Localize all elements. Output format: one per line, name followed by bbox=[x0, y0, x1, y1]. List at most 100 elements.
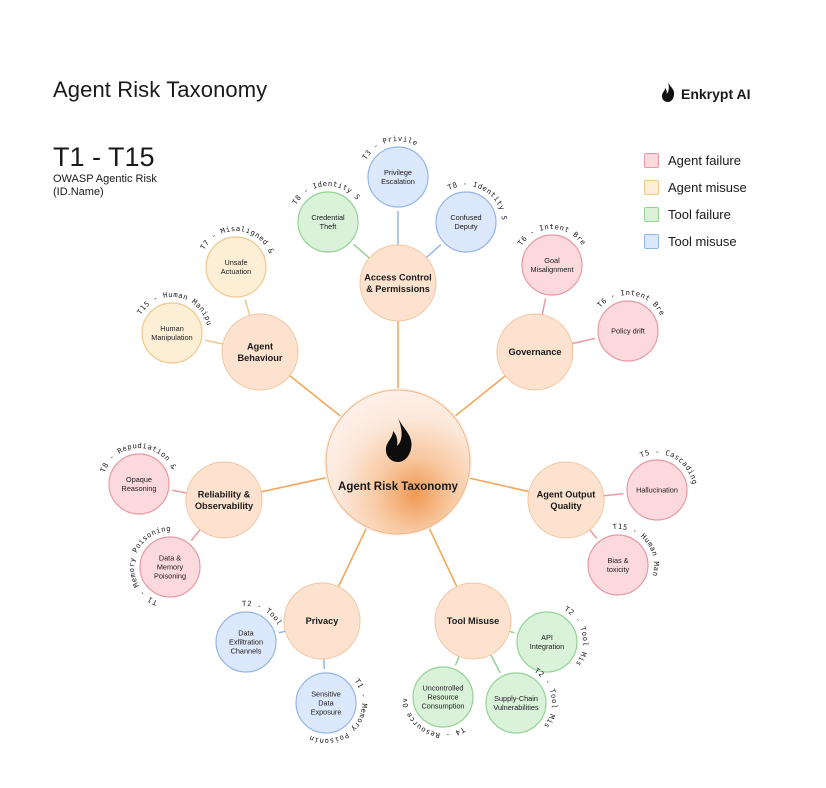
risk-tag: T3 - Privilege Compromise bbox=[0, 0, 419, 161]
risk-label: Data bbox=[238, 629, 254, 638]
risk-label: Poisoning bbox=[154, 571, 186, 580]
code-range: T1 - T15 bbox=[53, 142, 155, 172]
risk-circle bbox=[485, 672, 547, 734]
risk-circle bbox=[626, 459, 688, 521]
subtitle-line: OWASP Agentic Risk bbox=[53, 173, 157, 185]
risk-tag-text: T7 - Misaligned & Deceptive Behaviors bbox=[0, 0, 276, 255]
risk-label: Exfiltration bbox=[229, 638, 263, 647]
risk-label: Opaque bbox=[126, 475, 152, 484]
risk-tag-text: T3 - Privilege Compromise bbox=[0, 0, 419, 161]
category-node-governance: Governance bbox=[496, 313, 574, 391]
risk-label: Sensitive bbox=[311, 690, 341, 699]
risk-label: Channels bbox=[231, 646, 262, 655]
risk-tag: T8 - Identity Spoofing & Impersonation bbox=[0, 0, 509, 221]
risk-label: Theft bbox=[320, 222, 337, 231]
risk-label: Misalignment bbox=[531, 265, 574, 274]
category-label: Privacy bbox=[306, 616, 340, 626]
category-circle bbox=[434, 582, 512, 660]
risk-label: Consumption bbox=[422, 701, 465, 710]
category-circle bbox=[185, 461, 263, 539]
category-circle bbox=[283, 582, 361, 660]
risk-label: Memory bbox=[157, 563, 184, 572]
risk-label: Goal bbox=[544, 256, 560, 265]
category-node-access: Access Control& Permissions bbox=[359, 244, 437, 322]
risk-label: Privilege bbox=[384, 168, 412, 177]
category-label: Governance bbox=[508, 347, 561, 357]
category-label: Reliability & bbox=[198, 490, 251, 500]
risk-label: Human bbox=[160, 324, 184, 333]
legend: Agent failure Agent misuse Tool failure … bbox=[644, 147, 747, 255]
risk-label: Data bbox=[318, 699, 334, 708]
risk-tag: T15 - Human Manipulation bbox=[0, 0, 214, 327]
risk-circle bbox=[205, 236, 267, 298]
legend-swatch bbox=[644, 153, 659, 168]
risk-circle bbox=[521, 234, 583, 296]
risk-label: Vulnerabilities bbox=[493, 703, 539, 712]
legend-label: Tool misuse bbox=[668, 234, 737, 249]
risk-circle bbox=[297, 191, 359, 253]
page-title: Agent Risk Taxonomy bbox=[53, 77, 268, 102]
risk-tag: T7 - Misaligned & Deceptive Behaviors bbox=[0, 0, 276, 255]
risk-label: Reasoning bbox=[122, 484, 157, 493]
legend-item-agent-misuse: Agent misuse bbox=[644, 174, 747, 201]
risk-tag-text: T8 - Identity Spoofing & Impersonation bbox=[0, 0, 509, 221]
category-label: Agent bbox=[247, 342, 273, 352]
legend-label: Agent failure bbox=[668, 153, 741, 168]
risk-circle bbox=[108, 453, 170, 515]
risk-label: Escalation bbox=[381, 177, 415, 186]
legend-label: Agent misuse bbox=[668, 180, 747, 195]
category-node-reliability: Reliability &Observability bbox=[185, 461, 263, 539]
flame-icon bbox=[661, 82, 675, 105]
risk-label: Uncontrolled bbox=[423, 684, 464, 693]
category-circle bbox=[496, 313, 574, 391]
risk-circle bbox=[412, 666, 474, 728]
subtitle-line: (ID.Name) bbox=[53, 186, 104, 198]
risk-label: Resource bbox=[427, 693, 458, 702]
risk-label: Exposure bbox=[311, 707, 342, 716]
legend-item-tool-failure: Tool failure bbox=[644, 201, 747, 228]
risk-tag: T8 - Identity Spoofing & Impersonation bbox=[0, 0, 362, 206]
category-label: & Permissions bbox=[366, 284, 430, 294]
legend-label: Tool failure bbox=[668, 207, 731, 222]
risk-label: Hallucination bbox=[636, 486, 678, 495]
risk-label: Unsafe bbox=[224, 258, 247, 267]
category-label: Quality bbox=[550, 501, 582, 511]
center-node: Agent Risk Taxonomy bbox=[324, 388, 472, 536]
risk-circle bbox=[587, 534, 649, 596]
flame-icon bbox=[385, 418, 412, 462]
legend-item-tool-misuse: Tool misuse bbox=[644, 228, 747, 255]
risk-label: Supply-Chain bbox=[494, 694, 538, 703]
risk-label: Integration bbox=[530, 642, 564, 651]
category-node-privacy: Privacy bbox=[283, 582, 361, 660]
category-circle bbox=[527, 461, 605, 539]
risk-label: Manipulation bbox=[151, 333, 192, 342]
risk-circle bbox=[139, 536, 201, 598]
risk-label: Confused bbox=[450, 213, 481, 222]
risk-circle bbox=[597, 300, 659, 362]
brand-logo: Enkrypt AI bbox=[661, 82, 751, 105]
risk-circle bbox=[215, 611, 277, 673]
legend-item-agent-failure: Agent failure bbox=[644, 147, 747, 174]
risk-label: Bias & bbox=[607, 556, 628, 565]
risk-label: Policy drift bbox=[611, 327, 645, 336]
category-label: Tool Misuse bbox=[447, 616, 499, 626]
category-label: Access Control bbox=[364, 273, 431, 283]
risk-circle bbox=[516, 611, 578, 673]
risk-circle bbox=[141, 302, 203, 364]
subtitle: OWASP Agentic Risk (ID.Name) bbox=[53, 173, 213, 199]
legend-swatch bbox=[644, 207, 659, 222]
risk-circle bbox=[295, 672, 357, 734]
risk-tag-text: T15 - Human Manipulation bbox=[0, 0, 214, 327]
